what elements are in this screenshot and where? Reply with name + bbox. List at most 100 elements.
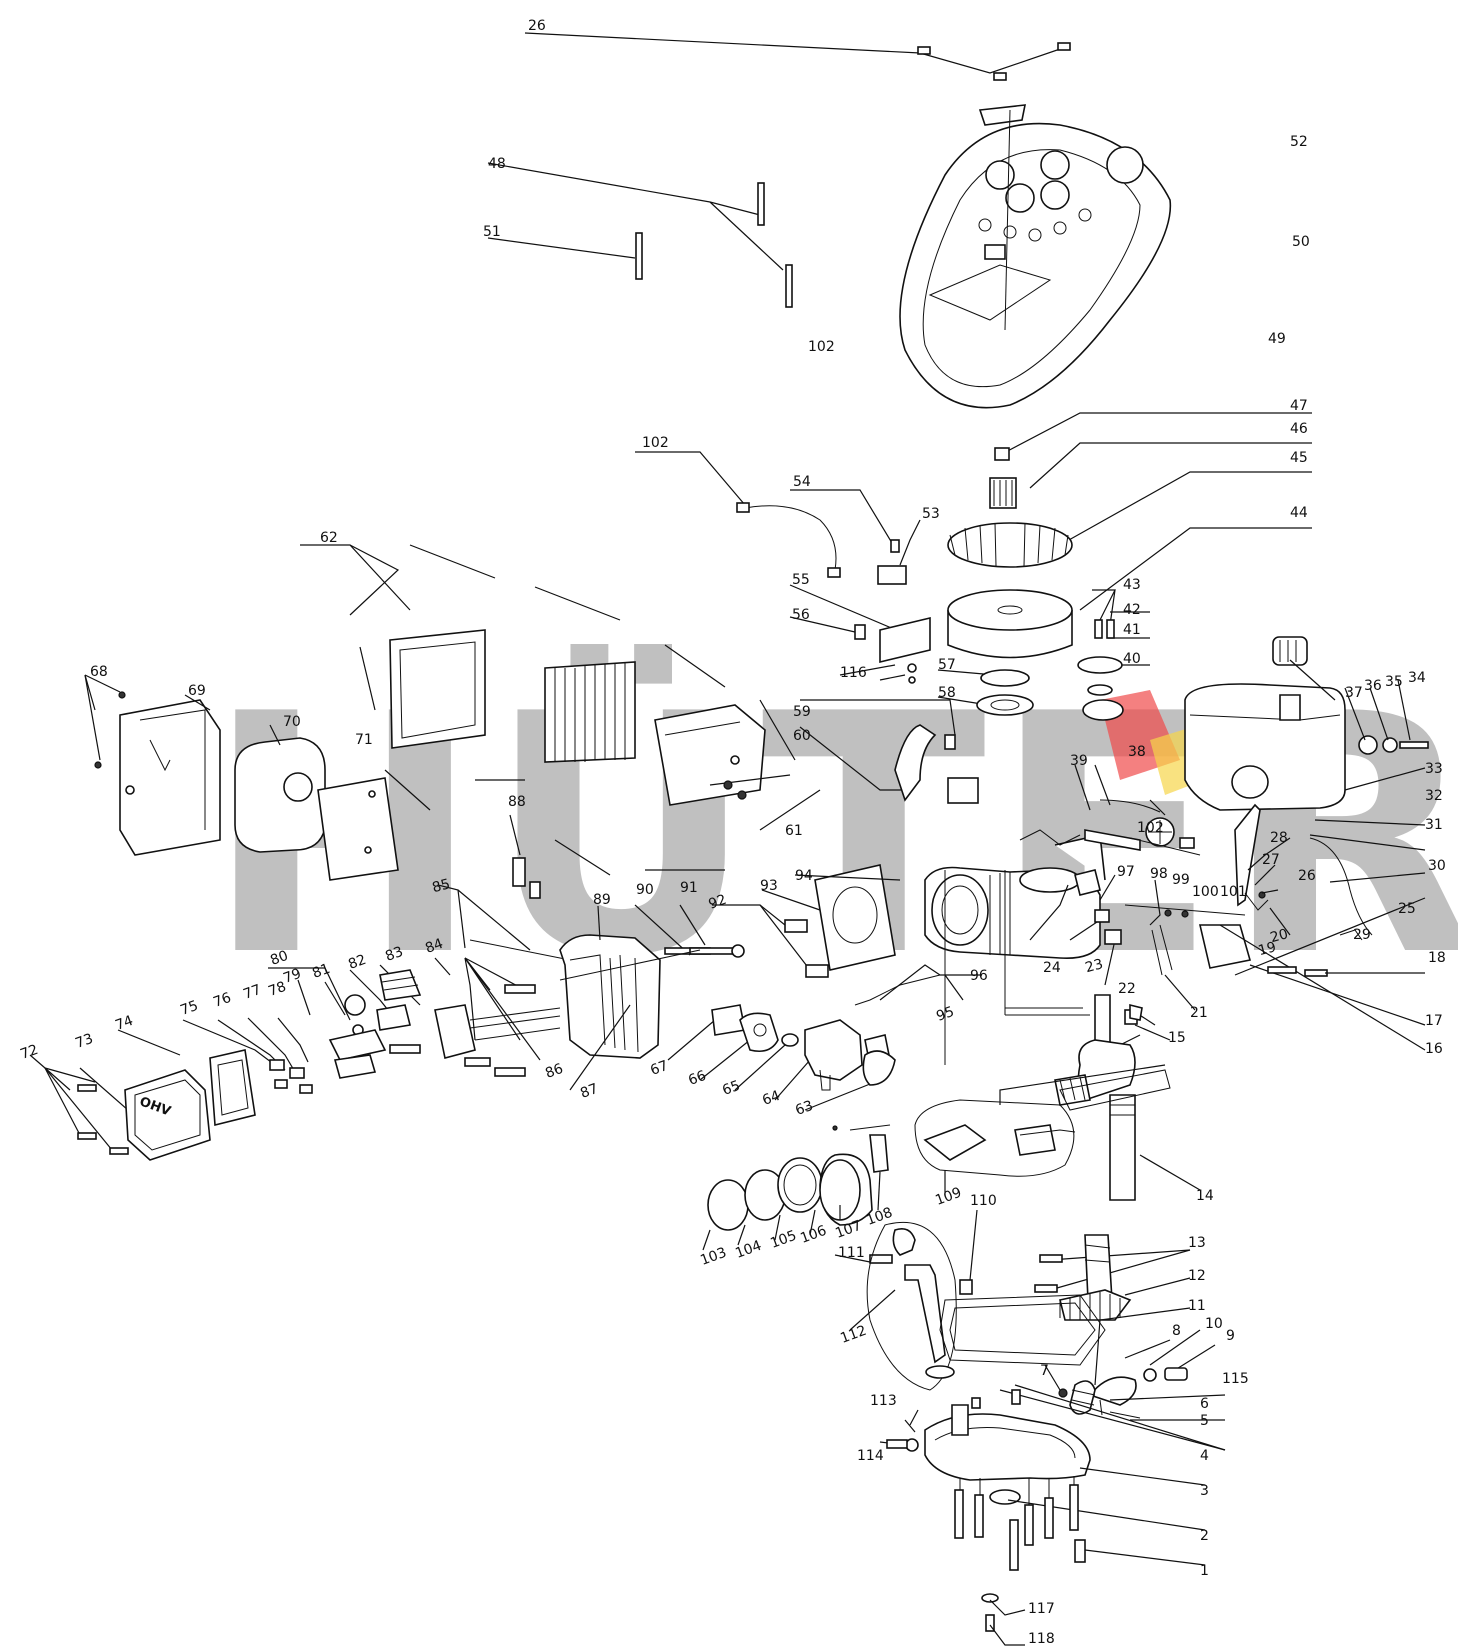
governor-linkage xyxy=(1074,764,1291,926)
part-label-20: 20 xyxy=(1269,926,1290,946)
head-gasket-pins xyxy=(712,864,901,978)
part-label-97: 97 xyxy=(1117,864,1135,880)
part-label-79: 79 xyxy=(281,966,303,987)
part-label-22: 22 xyxy=(1118,981,1136,997)
part-label-26: 26 xyxy=(1298,868,1316,884)
part-label-99: 99 xyxy=(1172,872,1190,888)
part-label-85: 85 xyxy=(431,876,452,896)
block-small-parts xyxy=(1029,884,1426,1051)
part-label-64: 64 xyxy=(760,1088,782,1109)
part-label-54: 54 xyxy=(793,474,811,490)
part-label-13: 13 xyxy=(1188,1235,1206,1251)
part-label-75: 75 xyxy=(178,998,200,1019)
part-label-1: 1 xyxy=(1200,1563,1209,1579)
part-label-24: 24 xyxy=(1043,960,1061,976)
part-label-21: 21 xyxy=(1190,1005,1208,1021)
part-label-91: 91 xyxy=(680,880,698,896)
part-label-114: 114 xyxy=(857,1448,884,1464)
part-label-96: 96 xyxy=(970,968,988,984)
part-label-103: 103 xyxy=(698,1245,729,1269)
part-label-40: 40 xyxy=(1123,651,1141,667)
part-label-62: 62 xyxy=(320,530,338,546)
part-label-12: 12 xyxy=(1188,1268,1206,1284)
camshaft-group xyxy=(939,1234,1191,1386)
part-label-81: 81 xyxy=(310,961,332,982)
part-label-93: 93 xyxy=(760,878,778,894)
part-label-74: 74 xyxy=(113,1013,135,1034)
part-label-16: 16 xyxy=(1425,1041,1443,1057)
part-label-34: 34 xyxy=(1408,670,1426,686)
part-label-11: 11 xyxy=(1188,1298,1206,1314)
part-label-17: 17 xyxy=(1425,1013,1443,1029)
part-label-27: 27 xyxy=(1262,852,1280,868)
part-label-28: 28 xyxy=(1270,830,1288,846)
part-label-44: 44 xyxy=(1290,505,1308,521)
crankshaft-group xyxy=(1004,870,1201,1201)
part-label-105: 105 xyxy=(768,1228,799,1252)
part-label-50: 50 xyxy=(1292,234,1310,250)
part-label-19: 19 xyxy=(1257,939,1278,959)
part-label-89: 89 xyxy=(593,892,611,908)
part-label-69: 69 xyxy=(188,683,206,699)
part-label-6: 6 xyxy=(1200,1396,1209,1412)
part-label-15: 15 xyxy=(1168,1030,1186,1046)
part-label-29: 29 xyxy=(1353,927,1371,943)
part-label-102: 102 xyxy=(642,435,669,451)
part-label-23: 23 xyxy=(1084,956,1105,976)
part-label-41: 41 xyxy=(1123,622,1141,638)
part-label-46: 46 xyxy=(1290,421,1308,437)
fuel-tank-shroud xyxy=(899,104,1172,409)
part-label-43: 43 xyxy=(1123,577,1141,593)
cylinder-block xyxy=(924,829,1106,960)
part-label-26: 26 xyxy=(528,18,546,34)
carburetor-intake xyxy=(799,699,979,804)
part-label-66: 66 xyxy=(686,1068,708,1089)
part-label-37: 37 xyxy=(1345,685,1363,701)
part-label-102: 102 xyxy=(808,339,835,355)
part-label-65: 65 xyxy=(720,1078,742,1099)
part-label-56: 56 xyxy=(792,607,810,623)
part-label-61: 61 xyxy=(785,823,803,839)
part-label-5: 5 xyxy=(1200,1413,1209,1429)
part-label-100: 100 xyxy=(1192,884,1219,900)
part-label-73: 73 xyxy=(73,1031,95,1052)
connecting-rod xyxy=(914,1064,1166,1195)
part-label-35: 35 xyxy=(1385,674,1403,690)
part-label-111: 111 xyxy=(838,1245,865,1261)
part-label-84: 84 xyxy=(423,936,445,957)
part-label-94: 94 xyxy=(795,868,813,884)
muffler-and-air-filter xyxy=(84,544,821,881)
valve-train xyxy=(268,949,701,1091)
part-label-30: 30 xyxy=(1428,858,1446,874)
part-label-55: 55 xyxy=(792,572,810,588)
part-label-77: 77 xyxy=(241,982,263,1003)
part-label-67: 67 xyxy=(648,1058,670,1079)
part-label-18: 18 xyxy=(1428,950,1446,966)
part-label-33: 33 xyxy=(1425,761,1443,777)
part-label-87: 87 xyxy=(578,1081,600,1102)
part-label-36: 36 xyxy=(1364,678,1382,694)
fuel-tank-nuts xyxy=(524,32,1071,81)
stator-gasket-group xyxy=(1077,589,1150,721)
part-label-32: 32 xyxy=(1425,788,1443,804)
part-label-115: 115 xyxy=(1222,1371,1249,1387)
part-label-58: 58 xyxy=(938,685,956,701)
part-label-42: 42 xyxy=(1123,602,1141,618)
part-label-118: 118 xyxy=(1028,1631,1055,1646)
part-label-47: 47 xyxy=(1290,398,1308,414)
part-label-104: 104 xyxy=(733,1238,764,1262)
part-label-51: 51 xyxy=(483,224,501,240)
governor-gear-group xyxy=(999,1329,1226,1451)
ignition-coil-bracket xyxy=(635,451,931,684)
part-label-88: 88 xyxy=(508,794,526,810)
part-label-7: 7 xyxy=(1040,1363,1049,1379)
shroud-bolts xyxy=(487,162,793,308)
part-label-59: 59 xyxy=(793,704,811,720)
part-label-72: 72 xyxy=(18,1042,40,1063)
part-label-14: 14 xyxy=(1196,1188,1214,1204)
carburetor-group xyxy=(667,870,982,1111)
part-label-49: 49 xyxy=(1268,331,1286,347)
part-label-82: 82 xyxy=(346,952,368,973)
fuel-tank xyxy=(1184,636,1429,936)
